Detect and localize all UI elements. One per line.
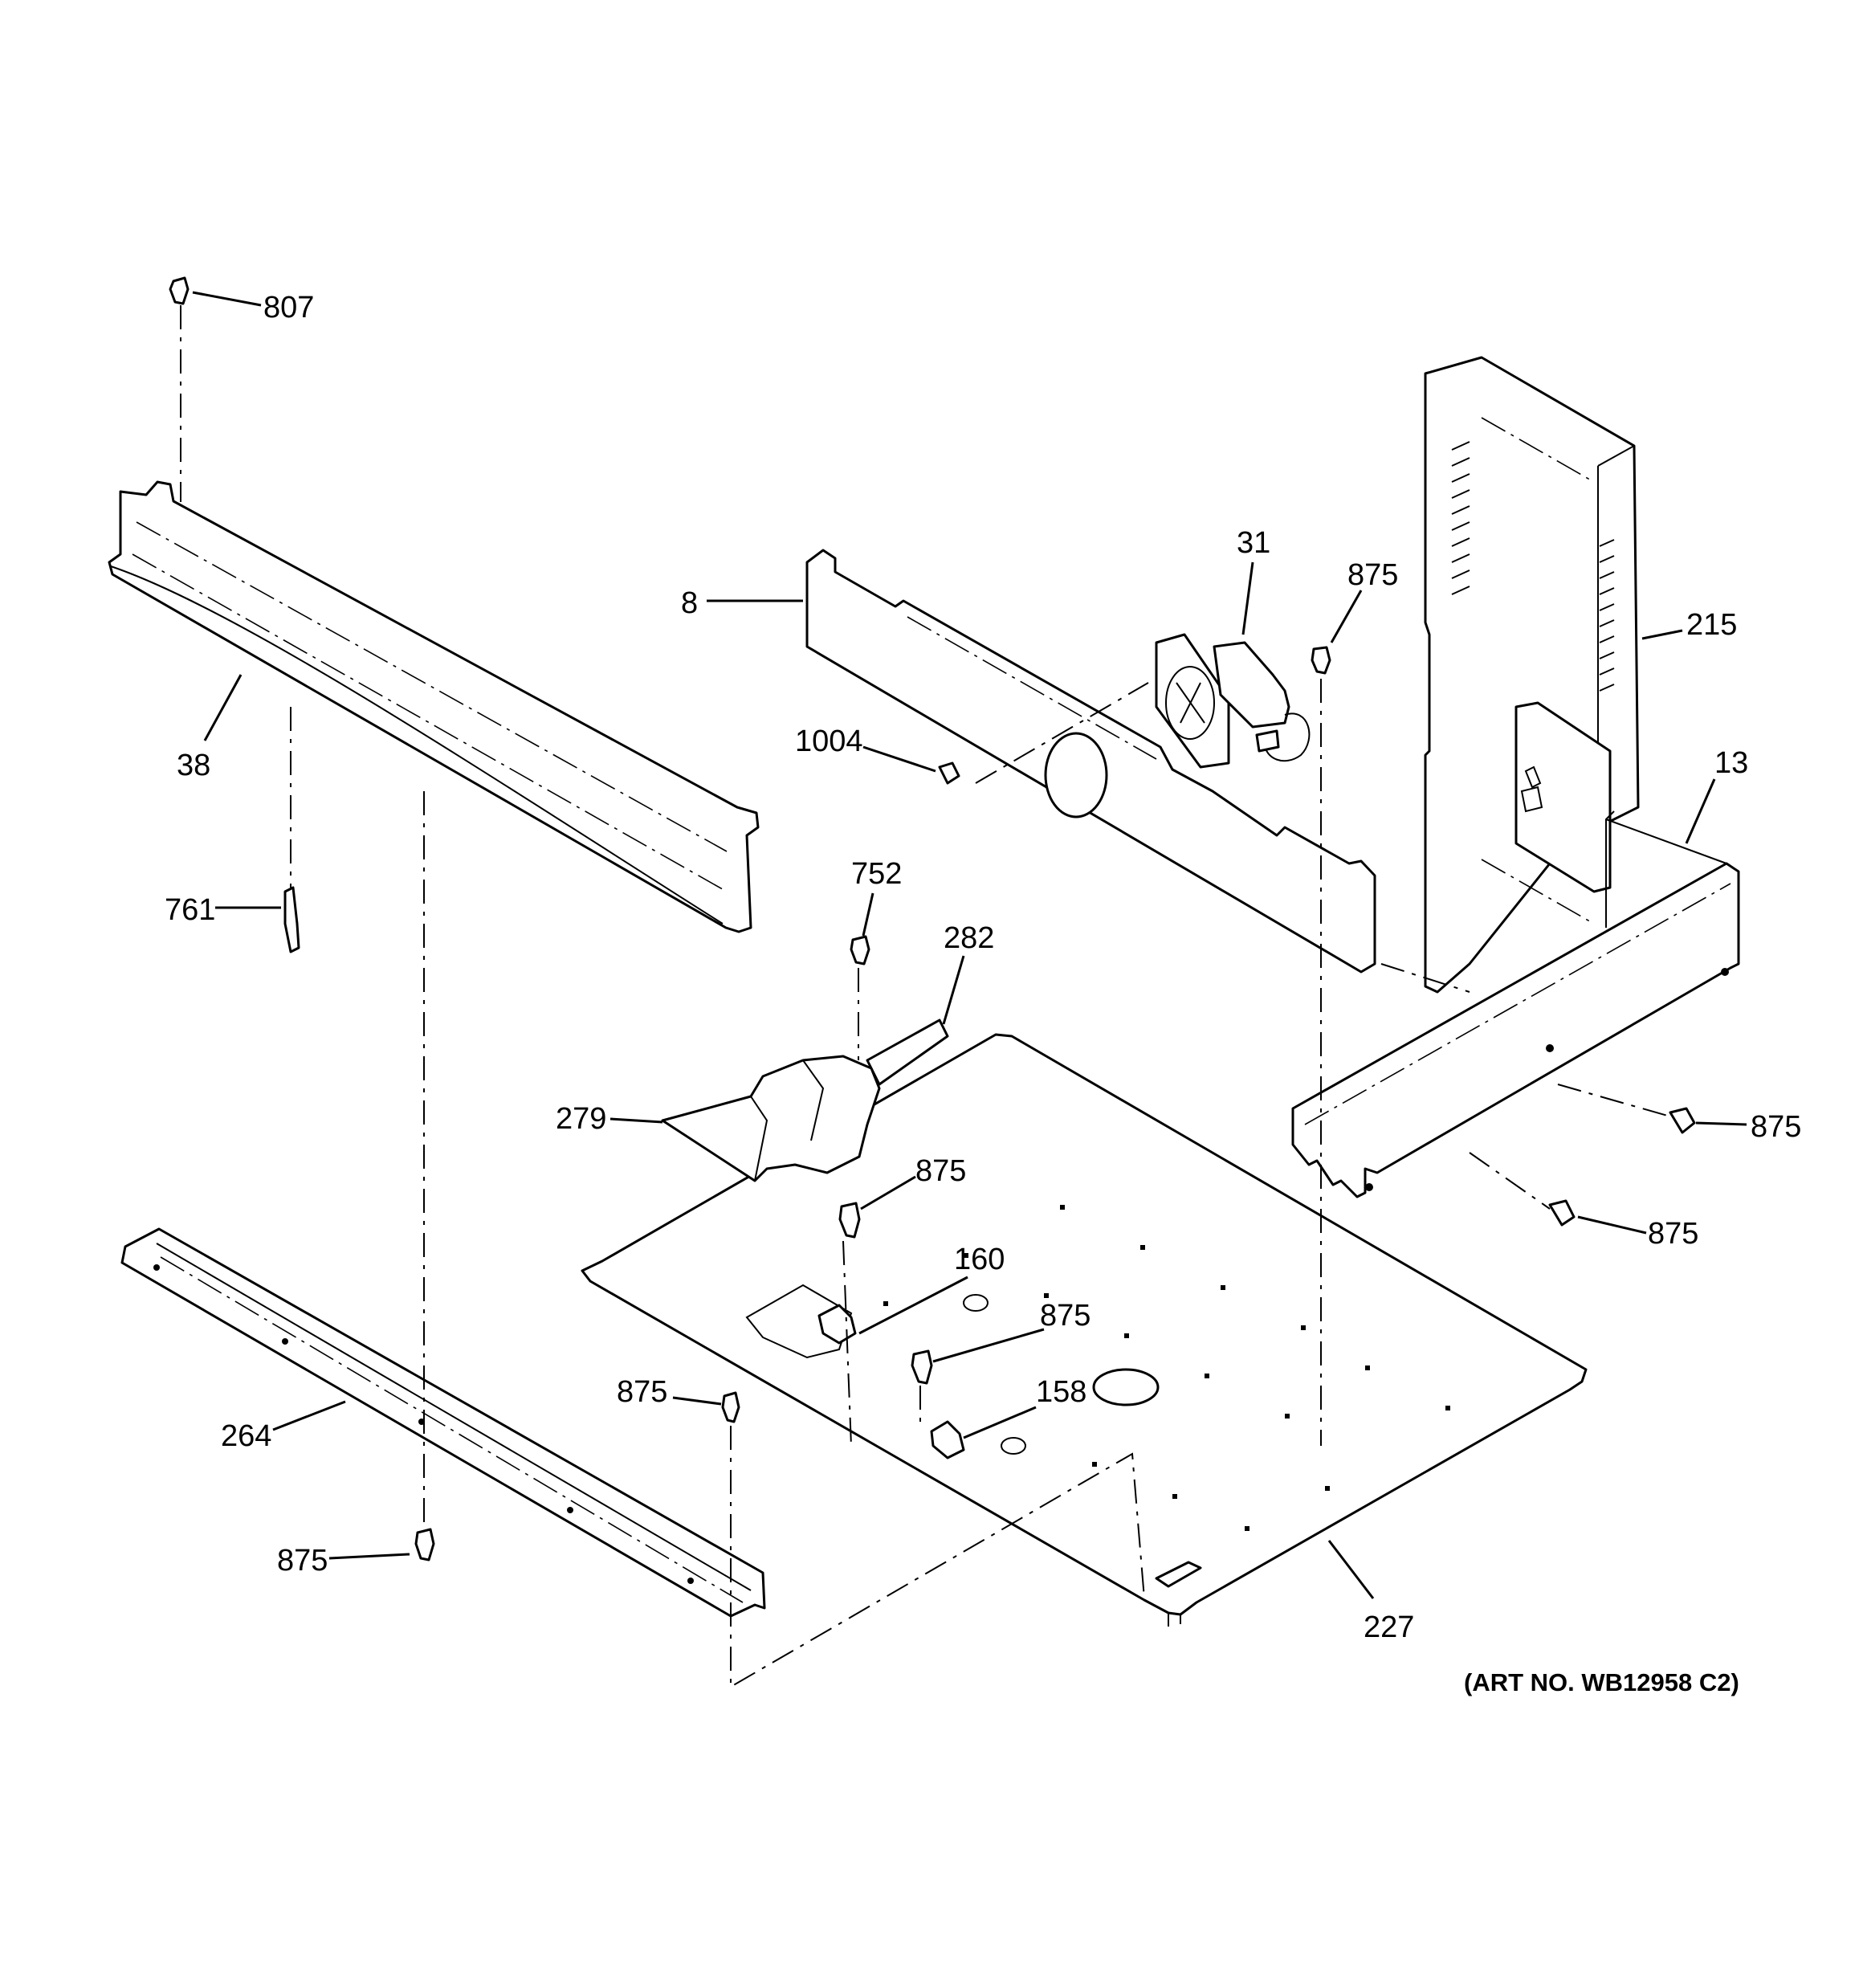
callout-761: 761 [165,893,215,927]
pan-opening [1092,1368,1160,1406]
fan-opening [1044,732,1108,818]
part-8-rear-panel [805,549,1376,974]
callout-875: 875 [915,1154,966,1188]
screw-875-right-upper [1669,1107,1696,1134]
screw-807 [169,276,190,305]
callout-31: 31 [1237,526,1270,560]
screw-875-pan-left [838,1202,861,1239]
part-31-fan-assembly [1155,633,1311,769]
hole [1365,1183,1373,1191]
callout-752: 752 [851,857,902,891]
callout-875: 875 [277,1544,328,1578]
pan-slot [1155,1561,1202,1588]
callout-13: 13 [1714,746,1748,780]
callout-160: 160 [954,1243,1005,1276]
art-number: (ART NO. WB12958 C2) [1464,1668,1739,1696]
callout-264: 264 [221,1419,271,1453]
callout-875: 875 [1347,558,1398,592]
hole [153,1264,160,1271]
pan-holes [883,1205,1450,1531]
callout-labels: 807 8 31 875 215 38 1004 13 752 761 282 … [165,291,1801,1644]
callout-875: 875 [1648,1217,1698,1251]
callout-279: 279 [556,1102,606,1136]
hole [1721,968,1729,976]
screw-875-bottom [414,1528,435,1561]
part-227-bottom-pan [581,1033,1588,1627]
callout-8: 8 [681,586,698,620]
callout-875: 875 [1040,1299,1090,1333]
screw-875-pan-mid [911,1349,933,1385]
hole [282,1338,288,1345]
hole [1546,1044,1554,1052]
assembly-centerlines [180,305,1671,1688]
part-215-side-panel [1424,356,1640,994]
screw-761 [283,886,300,953]
vent-slots [1451,441,1615,692]
callout-875: 875 [617,1375,667,1409]
part-264-bracket [120,1227,766,1618]
callout-158: 158 [1036,1375,1086,1409]
thermostat-158 [930,1420,965,1459]
screw-752 [850,935,870,965]
callout-227: 227 [1364,1610,1414,1644]
hole [567,1507,573,1513]
screw-1004 [938,761,960,785]
part-279-282-duct [661,1018,949,1182]
screw-875-bracket-left [721,1391,740,1423]
callout-1004: 1004 [795,725,863,758]
part-38-trim-panel [108,480,760,933]
part-13-right-bracket [1291,810,1740,1198]
callout-807: 807 [263,291,314,325]
leader-lines [192,291,1747,1599]
hole [687,1578,694,1584]
callout-282: 282 [944,921,994,955]
screw-875-right-lower [1548,1199,1576,1227]
screw-875-upper [1311,646,1331,675]
callout-38: 38 [177,749,210,782]
callout-215: 215 [1686,608,1737,642]
callout-875: 875 [1751,1110,1801,1144]
